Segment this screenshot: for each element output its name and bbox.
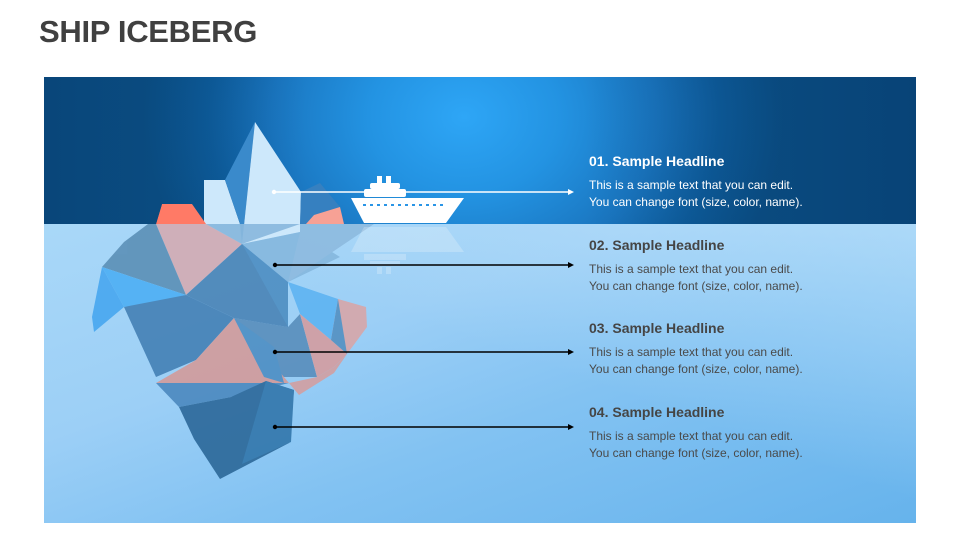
connector-04 <box>272 424 574 430</box>
iceberg-tip <box>148 122 344 244</box>
info-item-03: 03. Sample Headline This is a sample tex… <box>589 320 909 378</box>
sky-shading <box>44 77 916 224</box>
connector-01 <box>271 189 574 195</box>
item-text-line-1: This is a sample text that you can edit. <box>589 178 794 192</box>
info-item-02: 02. Sample Headline This is a sample tex… <box>589 237 909 295</box>
item-headline: 01. Sample Headline <box>589 153 725 169</box>
item-text-line-2: You can change font (size, color, name). <box>589 362 803 376</box>
item-text-line-1: This is a sample text that you can edit. <box>589 262 794 276</box>
info-item-01: 01. Sample Headline This is a sample tex… <box>589 153 909 211</box>
item-text-line-2: You can change font (size, color, name). <box>589 195 803 209</box>
item-text-line-2: You can change font (size, color, name). <box>589 446 803 460</box>
connector-02 <box>272 262 574 268</box>
connector-03 <box>272 349 574 355</box>
info-item-04: 04. Sample Headline This is a sample tex… <box>589 404 909 462</box>
item-text-line-1: This is a sample text that you can edit. <box>589 345 794 359</box>
item-headline: 03. Sample Headline <box>589 320 725 336</box>
item-headline: 04. Sample Headline <box>589 404 725 420</box>
iceberg-underwater <box>92 224 374 479</box>
iceberg-scene: 01. Sample Headline This is a sample tex… <box>44 77 916 523</box>
item-text-line-1: This is a sample text that you can edit. <box>589 429 794 443</box>
item-headline: 02. Sample Headline <box>589 237 725 253</box>
ship-reflection <box>351 227 464 274</box>
cruise-ship-icon <box>351 176 464 223</box>
slide-title: SHIP ICEBERG <box>39 14 258 49</box>
item-text-line-2: You can change font (size, color, name). <box>589 279 803 293</box>
iceberg-illustration <box>92 122 574 479</box>
